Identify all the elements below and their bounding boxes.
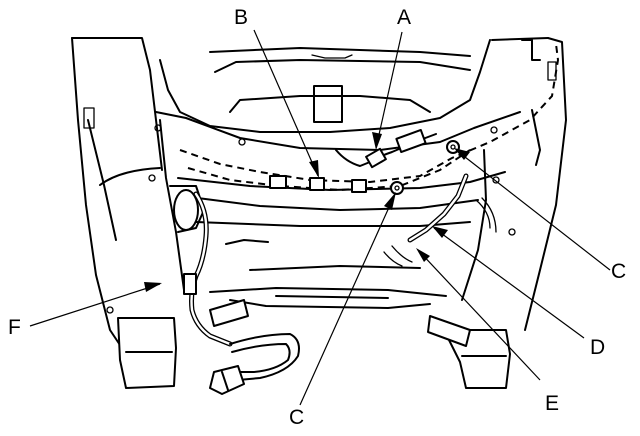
callout-labels: A B C D E F C <box>8 6 626 429</box>
leader-lines <box>29 29 611 406</box>
callout-label-a: A <box>397 6 411 29</box>
callout-label-c-bottom: C <box>289 406 304 429</box>
seat-frame <box>71 37 567 389</box>
callout-label-f: F <box>8 316 21 339</box>
callout-label-d: D <box>590 336 605 359</box>
callout-label-c-right: C <box>611 260 626 283</box>
callout-label-e: E <box>545 392 559 415</box>
callout-label-b: B <box>234 6 248 29</box>
harness <box>179 43 560 395</box>
